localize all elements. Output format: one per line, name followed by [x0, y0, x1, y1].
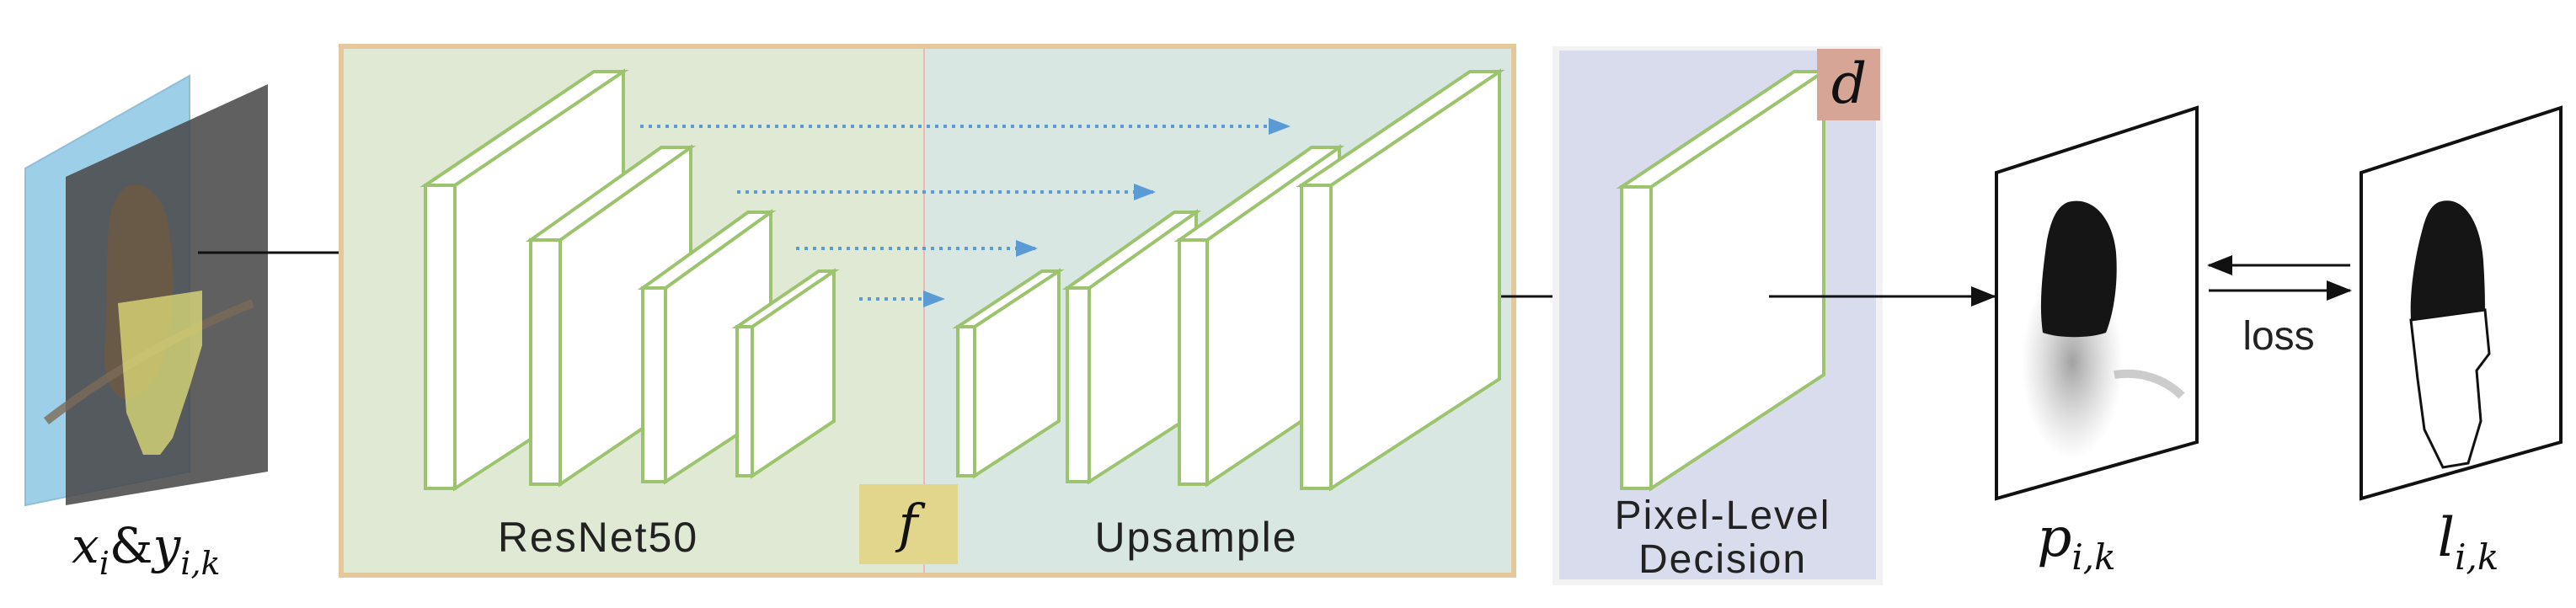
target-label: li,k [2438, 507, 2499, 578]
decoder-blocks [952, 68, 1505, 492]
encoder-block-4 [731, 268, 840, 479]
decision-panel: d Pixel-Level Decision [1553, 46, 1883, 585]
decision-label-line1: Pixel-Level [1615, 493, 1831, 538]
decoder-block-1 [952, 268, 1065, 479]
bird-mask-overlay [118, 291, 202, 455]
skip-connections [640, 118, 1291, 307]
prediction-dark-region [2040, 200, 2117, 338]
loss-label: loss [2242, 314, 2314, 359]
d-box [1817, 49, 1880, 120]
target-map [2360, 105, 2563, 501]
loss-arrows: loss [2207, 255, 2352, 359]
decision-block [1616, 68, 1830, 492]
bird-image [43, 184, 254, 455]
d-label: d [1831, 51, 1867, 116]
prediction-label: pi,k [2037, 507, 2115, 578]
input-image-stack [24, 74, 413, 507]
decision-label-line2: Decision [1638, 537, 1807, 582]
f-box [859, 484, 958, 564]
decoder-label: Upsample [1094, 514, 1297, 561]
encoder-label: ResNet50 [498, 514, 698, 561]
prediction-map [1995, 105, 2199, 501]
decoder-block-4 [1296, 68, 1505, 492]
panel-border [339, 44, 1516, 578]
input-label: xi&yi,k [72, 517, 221, 582]
encoder-blocks [420, 68, 840, 492]
encoder-decoder-panel: f ResNet50 Upsample [339, 44, 1516, 578]
target-dark-region [2410, 200, 2485, 320]
